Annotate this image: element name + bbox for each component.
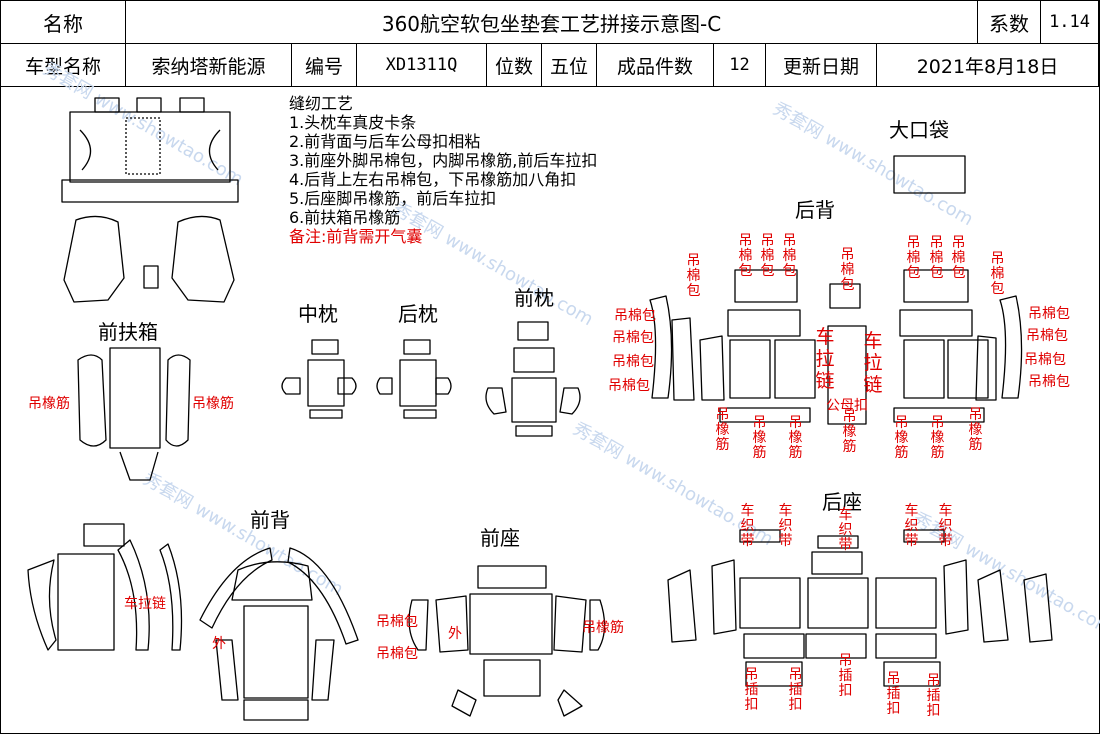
note-zipper: 车拉链 [863,330,883,396]
note-cotton-pack: 吊棉包 [1028,374,1070,390]
note-elastic: 吊橡筋 [752,415,767,461]
note-cotton-pack: 吊棉包 [738,233,753,279]
note-cotton-pack: 吊棉包 [1028,306,1070,322]
label-rear-back: 后背 [795,198,835,222]
note-weave-band: 车织带 [740,503,755,549]
date-value: 2021年8月18日 [875,43,1100,87]
name-label: 名称 [0,0,126,44]
notes-title: 缝纫工艺 [289,94,354,113]
note-elastic: 吊橡筋 [582,620,624,636]
label-mid-pillow: 中枕 [298,302,338,326]
label-front-back: 前背 [250,508,290,532]
label-rear-seat: 后座 [822,490,862,514]
note-cotton-pack: 吊棉包 [612,354,654,370]
note-cotton-pack: 吊棉包 [1026,328,1068,344]
note-cotton-pack: 吊棉包 [376,646,418,662]
note-zipper: 车拉链 [815,326,835,392]
date-label: 更新日期 [765,43,877,87]
front-seat-sketch [63,215,235,303]
label-front-pillow: 前枕 [514,286,554,310]
rear-back-pieces [649,269,1023,425]
note-outer: 外 [212,636,226,652]
note-snap: 公母扣 [826,398,868,414]
note-cotton-pack: 吊棉包 [760,233,775,279]
note-zipper: 车拉链 [124,596,166,612]
note-elastic: 吊橡筋 [894,415,909,461]
note-elastic: 吊橡筋 [930,415,945,461]
note-item: 1.头枕车真皮卡条 [289,113,417,132]
seats-value: 五位 [541,43,597,87]
note-hang-buckle: 吊插扣 [788,667,803,713]
pieces-value: 12 [713,43,766,87]
model-value: 索纳塔新能源 [125,43,292,87]
note-item: 2.前背面与后车公母扣相粘 [289,132,481,151]
note-cotton-pack: 吊棉包 [614,308,656,324]
header-table: 名称 360航空软包坐垫套工艺拼接示意图-C 系数 1.14 车型名称 索纳塔新… [0,0,1100,87]
model-label: 车型名称 [0,43,126,87]
code-value: XD1311Q [356,43,487,87]
note-item: 4.后背上左右吊棉包，下吊橡筋加八角扣 [289,170,577,189]
note-elastic: 吊橡筋 [842,409,857,455]
rear-bench-sketch [61,97,239,203]
note-cotton-pack: 吊棉包 [612,330,654,346]
label-front-armrest: 前扶箱 [98,320,158,344]
note-cotton-pack: 吊棉包 [951,235,966,281]
drawing-title: 360航空软包坐垫套工艺拼接示意图-C [124,0,979,44]
note-cotton-pack: 吊棉包 [929,235,944,281]
sewing-notes: 缝纫工艺 1.头枕车真皮卡条 2.前背面与后车公母扣相粘 3.前座外脚吊棉包，内… [289,94,597,246]
note-weave-band: 车织带 [938,503,953,549]
note-hang-buckle: 吊插扣 [926,673,941,719]
rear-seat-pieces [667,529,1053,687]
note-cotton-pack: 吊棉包 [1024,352,1066,368]
label-front-seat: 前座 [480,526,520,550]
note-elastic: 吊橡筋 [788,415,803,461]
note-item: 3.前座外脚吊棉包，内脚吊橡筋,前后车拉扣 [289,151,598,170]
note-outer: 外 [448,626,462,642]
code-label: 编号 [291,43,357,87]
note-elastic: 吊橡筋 [192,396,234,412]
label-big-pocket: 大口袋 [889,118,949,142]
note-cotton-pack: 吊棉包 [906,235,921,281]
front-back-pieces [27,523,359,721]
note-cotton-pack: 吊棉包 [376,614,418,630]
coef-value: 1.14 [1040,0,1100,44]
note-weave-band: 车织带 [778,503,793,549]
note-weave-band: 车织带 [904,503,919,549]
note-item: 6.前扶箱吊橡筋 [289,208,401,227]
coef-label: 系数 [977,0,1042,44]
note-elastic: 吊橡筋 [715,407,730,453]
note-cotton-pack: 吊棉包 [686,253,701,299]
note-hang-buckle: 吊插扣 [838,653,853,699]
armrest-pieces [77,347,191,481]
note-weave-band: 车织带 [838,507,853,553]
note-elastic: 吊橡筋 [968,407,983,453]
note-elastic: 吊橡筋 [28,396,70,412]
label-rear-pillow: 后枕 [398,302,438,326]
note-item: 5.后座脚吊橡筋，前后车拉扣 [289,189,497,208]
note-cotton-pack: 吊棉包 [608,378,650,394]
seats-label: 位数 [486,43,542,87]
note-hang-buckle: 吊插扣 [886,671,901,717]
note-hang-buckle: 吊插扣 [744,667,759,713]
pieces-label: 成品件数 [596,43,714,87]
front-seat-pieces [408,565,606,717]
note-cotton-pack: 吊棉包 [990,251,1005,297]
note-cotton-pack: 吊棉包 [782,233,797,279]
note-remark: 备注:前背需开气囊 [289,227,423,246]
pattern-diagram [27,97,1053,721]
big-pocket-piece [893,155,966,194]
note-cotton-pack: 吊棉包 [840,247,855,293]
pillow-pieces [281,321,581,437]
